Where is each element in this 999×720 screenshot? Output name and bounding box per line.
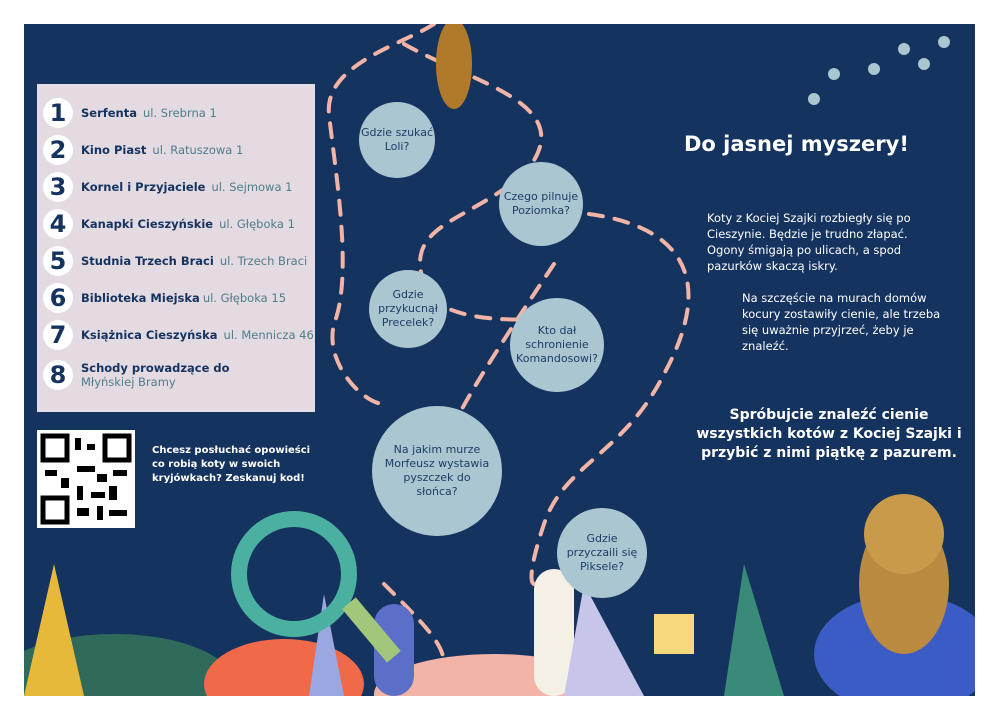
location-name: Kornel i Przyjaciele xyxy=(81,180,206,194)
location-name: Książnica Cieszyńska xyxy=(81,328,218,342)
location-number: 4 xyxy=(43,209,73,239)
location-address: ul. Sejmowa 1 xyxy=(211,180,293,194)
location-name: Kanapki Cieszyńskie xyxy=(81,217,214,231)
location-number: 7 xyxy=(43,320,73,350)
qr-prompt-text: Chcesz posłuchać opowieści co robią koty… xyxy=(152,445,311,484)
location-address: ul. Ratuszowa 1 xyxy=(152,143,244,157)
location-address: ul. Trzech Braci xyxy=(219,254,308,268)
location-number: 2 xyxy=(43,135,73,165)
locations-list: 1 Serfenta ul. Srebrna 1 2 Kino Piast ul. Ra… xyxy=(37,84,315,412)
plants xyxy=(24,24,975,696)
qr-code[interactable] xyxy=(37,430,135,528)
call-to-action: Spróbujcie znaleźć cienie wszystkich kot… xyxy=(696,407,962,461)
location-name: Serfenta xyxy=(81,106,138,120)
magnifier-icon xyxy=(231,511,401,663)
location-number: 1 xyxy=(43,98,73,128)
intro-paragraph-2: Na szczęście na murach domów kocury zost… xyxy=(742,291,941,353)
question-bubble: Czego pilnuje Poziomka? xyxy=(499,162,583,246)
location-item: 1 Serfenta ul. Srebrna 1 xyxy=(43,96,217,130)
location-number: 5 xyxy=(43,246,73,276)
question-bubble: Gdzie przyczaili się Piksele? xyxy=(557,508,647,598)
question-bubble: Gdzie szukać Loli? xyxy=(359,102,435,178)
location-address: Młyńskiej Bramy xyxy=(81,375,176,389)
location-name: Kino Piast xyxy=(81,143,147,157)
paw-prints-icon xyxy=(808,36,950,105)
leaflet-sheet: 1 Serfenta ul. Srebrna 1 2 Kino Piast ul. Ra… xyxy=(24,24,975,696)
intro-paragraph: Koty z Kociej Szajki rozbiegły się po Ci… xyxy=(707,211,911,273)
dashed-path xyxy=(326,24,691,666)
location-number: 3 xyxy=(43,172,73,202)
question-bubble: Gdzie przykucnął Precelek? xyxy=(369,270,447,348)
page-title: Do jasnej myszery! xyxy=(684,132,909,156)
location-item: 3 Kornel i Przyjaciele ul. Sejmowa 1 xyxy=(43,170,292,204)
location-name: Schody prowadzące do xyxy=(81,361,230,375)
decorative-illustration xyxy=(24,24,975,696)
location-address: ul. Mennicza 46 xyxy=(223,328,314,342)
location-item: 7 Książnica Cieszyńska ul. Mennicza 46 xyxy=(43,318,314,352)
qr-code-image xyxy=(40,433,132,525)
location-item: 4 Kanapki Cieszyńskie ul. Głęboka 1 xyxy=(43,207,295,241)
question-bubble: Na jakim murze Morfeusz wystawia pyszcze… xyxy=(372,406,502,536)
location-item: 5 Studnia Trzech Braci ul. Trzech Braci xyxy=(43,244,307,278)
location-number: 6 xyxy=(43,283,73,313)
location-name: Studnia Trzech Braci xyxy=(81,254,214,268)
question-bubble: Kto dał schronienie Komandosowi? xyxy=(510,298,604,392)
location-number: 8 xyxy=(43,360,73,390)
location-address: ul. Głęboka 1 xyxy=(219,217,295,231)
location-name: Biblioteka Miejska xyxy=(81,291,200,305)
location-item: 2 Kino Piast ul. Ratuszowa 1 xyxy=(43,133,243,167)
location-address: ul. Głęboka 15 xyxy=(202,291,287,305)
location-address: ul. Srebrna 1 xyxy=(143,106,217,120)
